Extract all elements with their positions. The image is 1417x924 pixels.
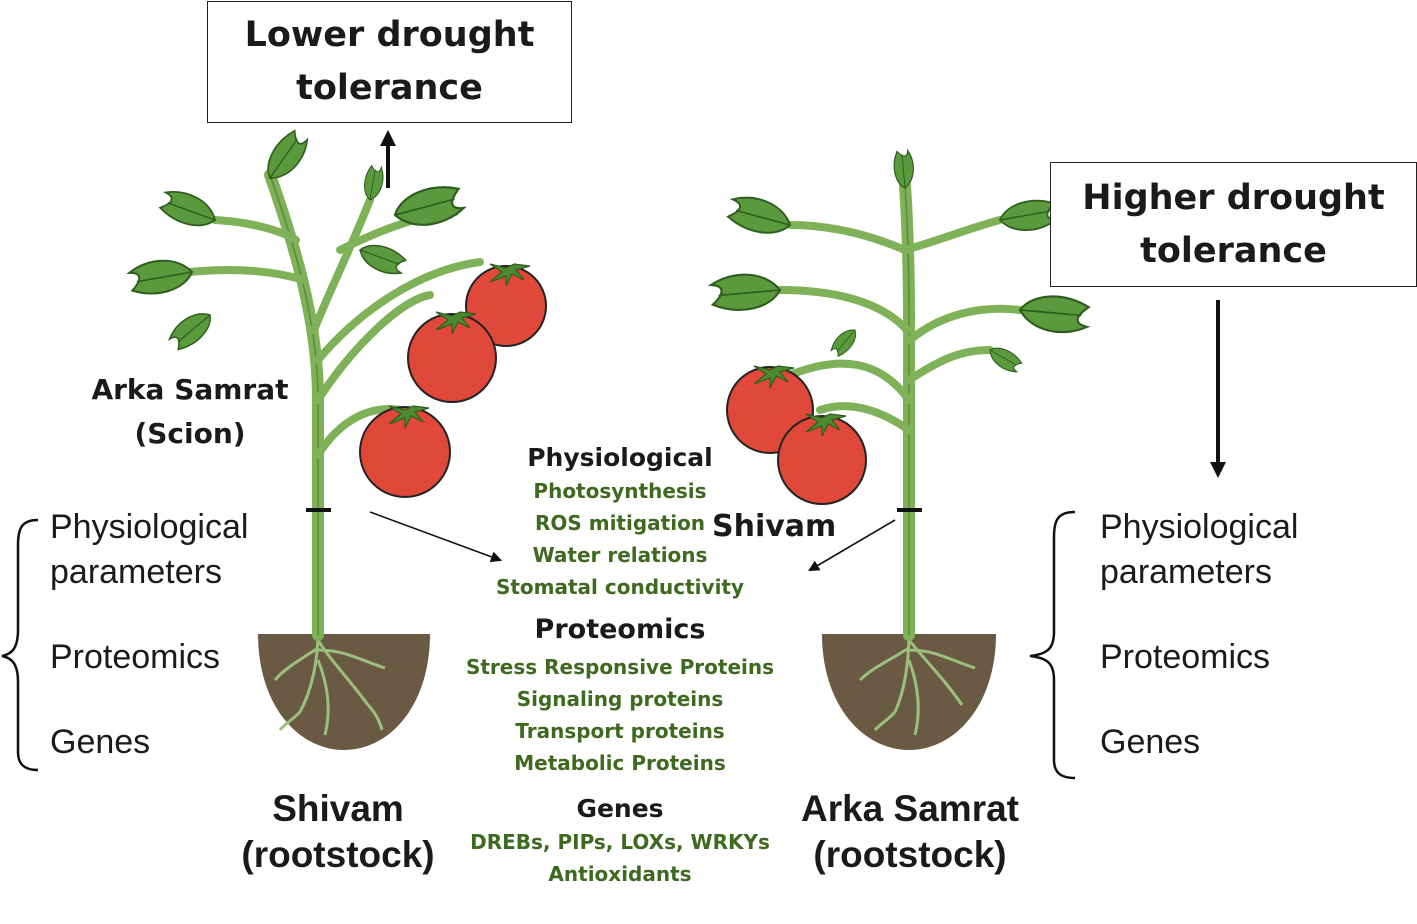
center-genes-section: Genes DREBs, PIPs, LOXs, WRKYs Antioxida…	[440, 792, 800, 890]
left-roots	[273, 631, 386, 736]
left-list-parameters: parameters	[50, 553, 222, 591]
center-item-transport: Transport proteins	[515, 719, 725, 743]
right-soil	[822, 634, 996, 750]
left-tomato-3	[359, 406, 451, 498]
center-item-ros: ROS mitigation	[534, 511, 706, 535]
center-item-stress: Stress Responsive Proteins	[465, 655, 775, 679]
right-list-physiological: Physiological	[1100, 508, 1299, 546]
left-list-physiological: Physiological	[50, 508, 249, 546]
left-rootstock-label: Shivam (rootstock)	[241, 788, 435, 875]
left-tomato-2	[407, 313, 497, 403]
right-scion-label: Shivam	[712, 509, 837, 544]
left-tomato-1	[465, 265, 547, 347]
right-brace	[1029, 510, 1076, 780]
left-brace	[1, 518, 39, 772]
center-item-signaling: Signaling proteins	[516, 687, 724, 711]
right-list-genes: Genes	[1100, 723, 1201, 761]
left-soil	[258, 634, 430, 750]
right-rootstock-label: Arka Samrat (rootstock)	[800, 788, 1019, 875]
right-parameter-list: Physiological parameters Proteomics Gene…	[1100, 505, 1298, 765]
arrow-right-to-center	[808, 519, 896, 572]
center-item-antioxidants: Antioxidants	[548, 862, 692, 886]
center-genes-heading: Genes	[576, 794, 664, 823]
center-item-genes-list: DREBs, PIPs, LOXs, WRKYs	[470, 830, 770, 854]
center-item-photosynthesis: Photosynthesis	[533, 479, 707, 503]
right-list-proteomics: Proteomics	[1100, 638, 1271, 676]
center-item-stomatal: Stomatal conductivity	[495, 575, 745, 599]
right-roots	[858, 631, 976, 736]
higher-drought-tolerance-box: Higher drought tolerance	[1050, 162, 1417, 287]
center-item-water: Water relations	[532, 543, 708, 567]
left-parameter-list: Physiological parameters Proteomics Gene…	[50, 505, 248, 765]
right-plant	[709, 149, 1091, 750]
left-list-proteomics: Proteomics	[50, 638, 221, 676]
left-plant	[127, 126, 547, 750]
arrow-left-to-center	[369, 511, 503, 563]
center-proteomics-section: Proteomics Stress Responsive Proteins Si…	[440, 609, 800, 779]
center-proteomics-heading: Proteomics	[534, 614, 706, 645]
left-scion-label: Arka Samrat (Scion)	[91, 373, 289, 450]
center-physiological-section: Physiological Photosynthesis ROS mitigat…	[440, 441, 800, 603]
center-physiological-heading: Physiological	[527, 443, 713, 472]
center-item-metabolic: Metabolic Proteins	[514, 751, 726, 775]
right-tomato-2	[777, 415, 867, 505]
right-list-parameters: parameters	[1100, 553, 1272, 591]
lower-drought-tolerance-box: Lower drought tolerance	[207, 1, 572, 123]
left-list-genes: Genes	[50, 723, 151, 761]
